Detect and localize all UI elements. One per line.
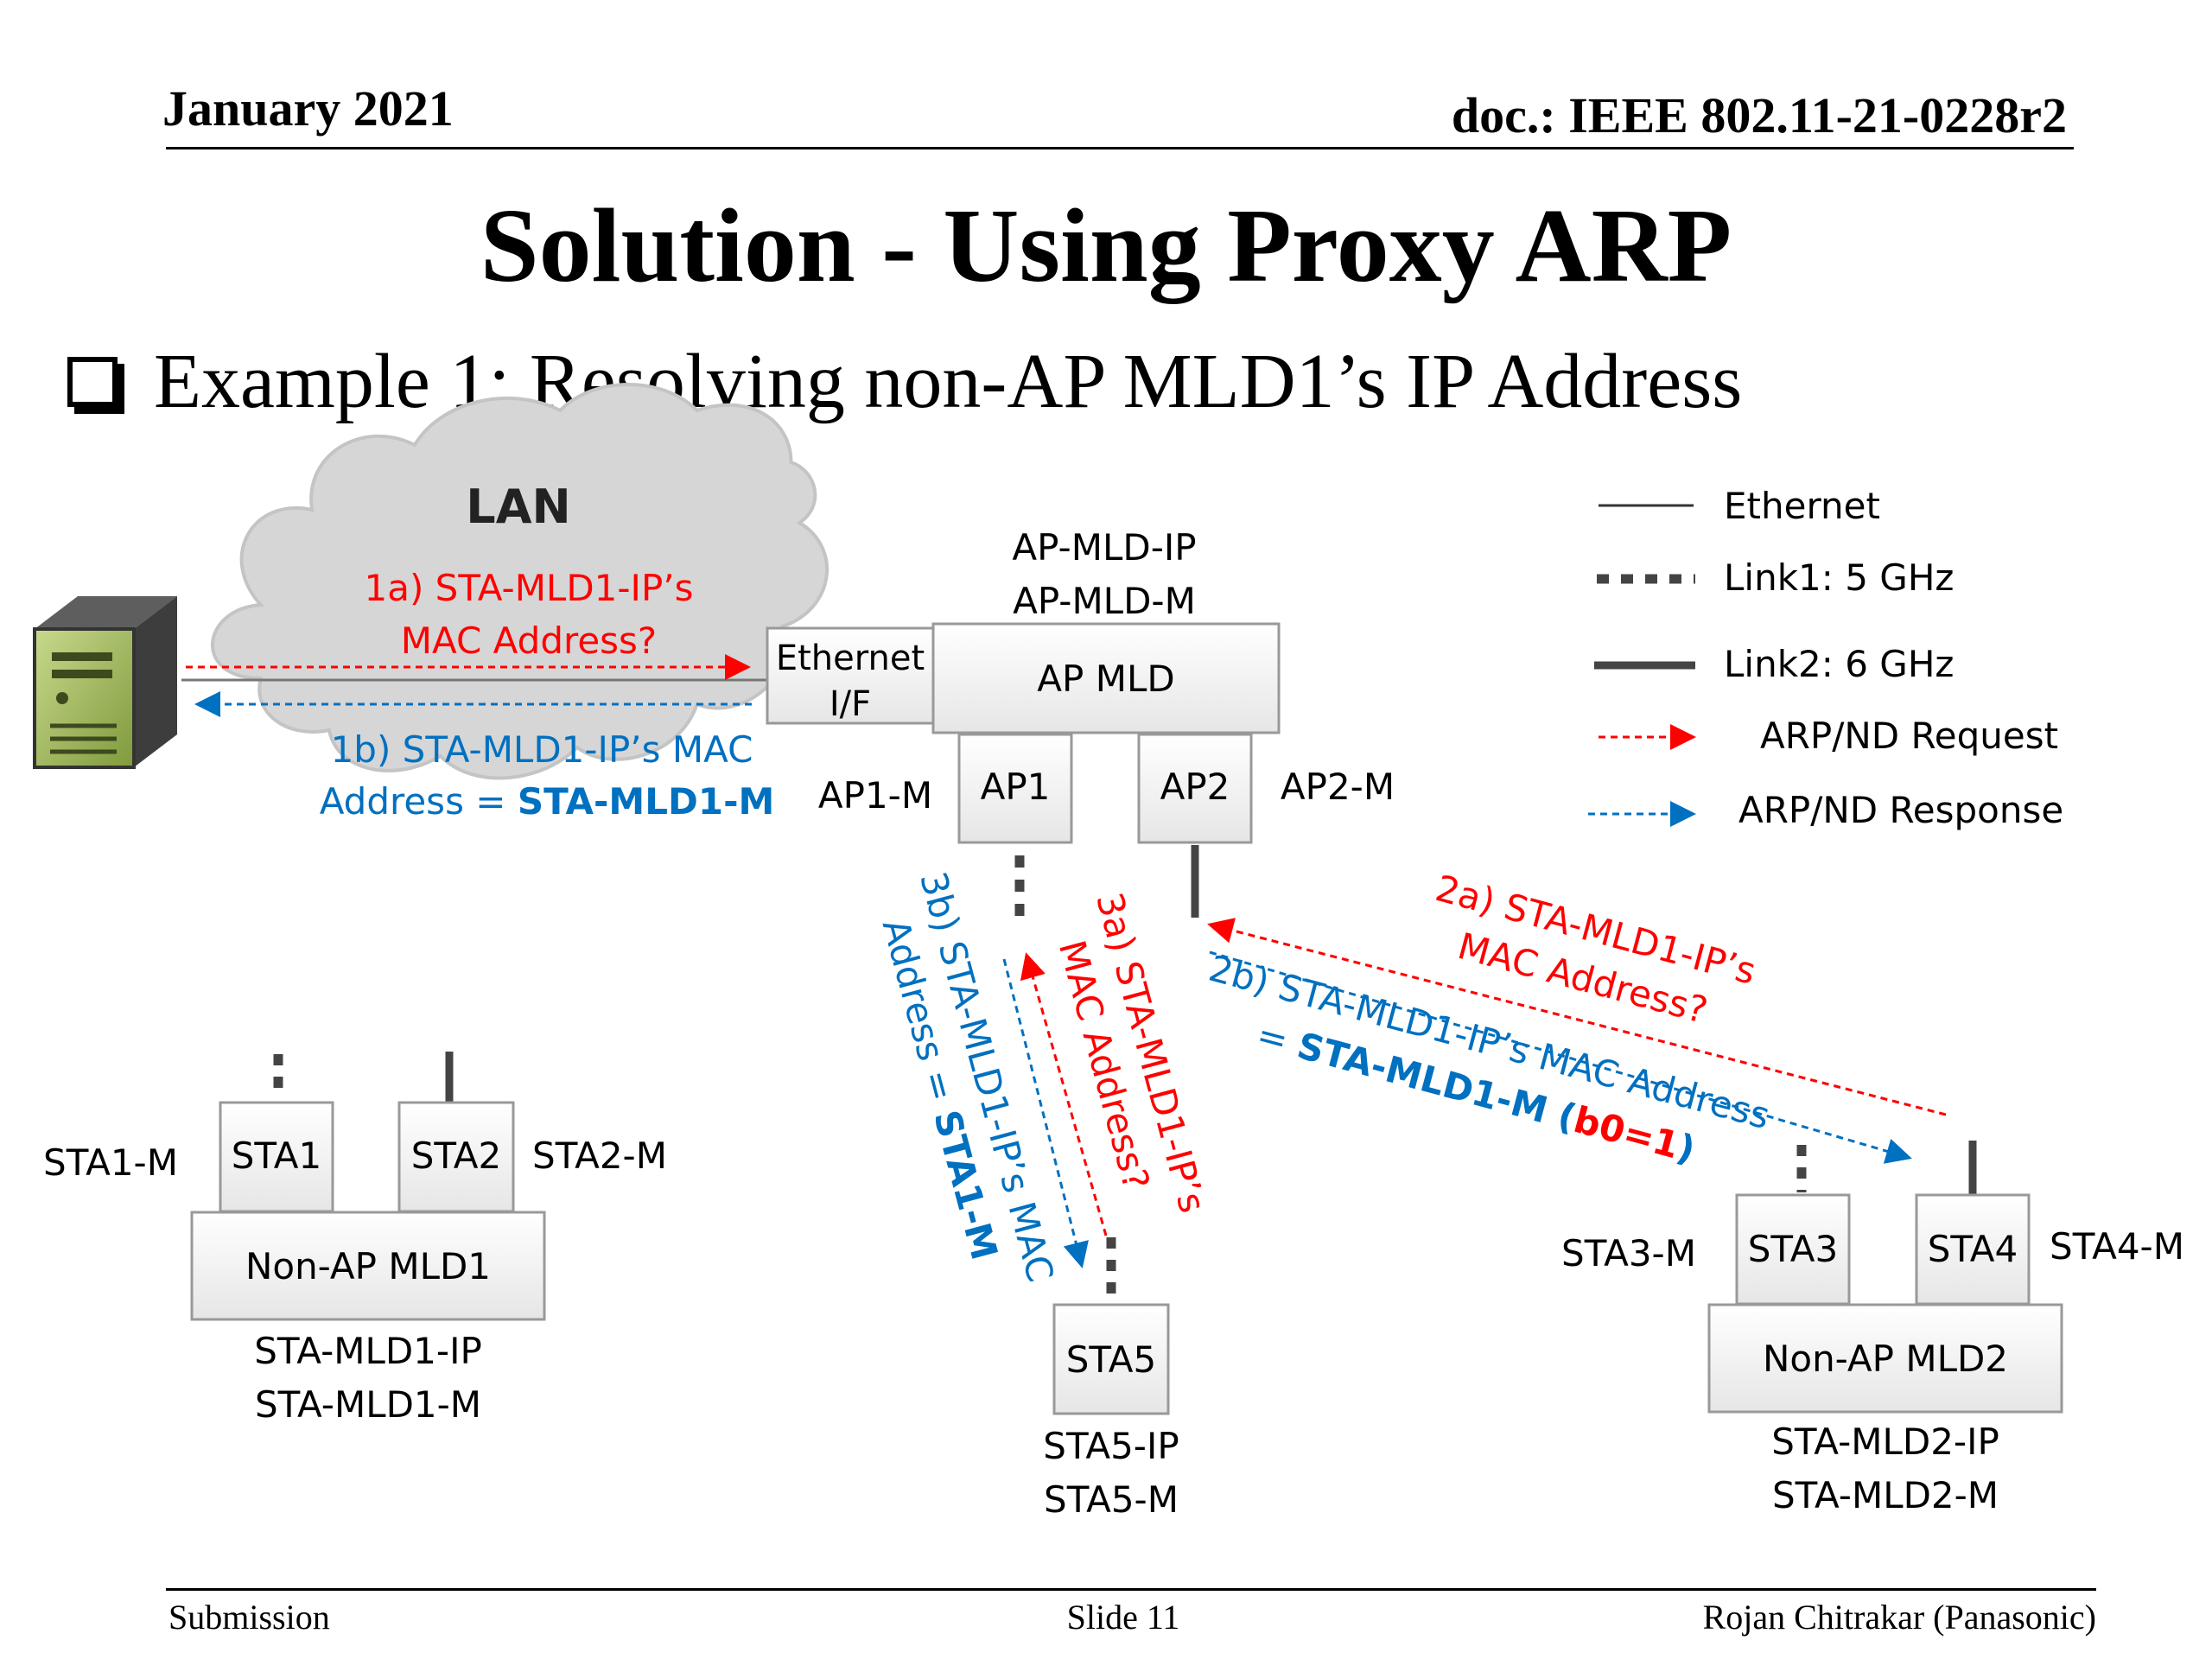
sta-mld2-m-label: STA-MLD2-M	[1772, 1474, 1999, 1516]
msg-1b-line1: 1b) STA-MLD1-IP’s MAC	[331, 728, 753, 771]
legend-response-label: ARP/ND Response	[1738, 789, 2063, 831]
ethernet-if-line2: I/F	[830, 684, 871, 724]
sta5-box	[1052, 1303, 1170, 1415]
arrow-3a-request	[1020, 952, 1108, 1236]
sta4-m-label: STA4-M	[2050, 1225, 2184, 1268]
sta5-ip-label: STA5-IP	[1043, 1425, 1179, 1467]
msg-2b: 2b) STA-MLD1-IP’s MAC Address = STA-MLD1…	[1205, 947, 1774, 1172]
footer-author: Rojan Chitrakar (Panasonic)	[1702, 1598, 2096, 1637]
sta-mld1-ip-label: STA-MLD1-IP	[254, 1330, 482, 1372]
server-icon	[33, 596, 177, 769]
ap1-label: AP1	[981, 766, 1051, 808]
ap-mld-ip: AP-MLD-IP	[1012, 526, 1196, 569]
msg-1b-line2: Address = STA-MLD1-M	[320, 780, 775, 823]
ap-mld-m: AP-MLD-M	[1013, 580, 1196, 622]
sta3-box	[1735, 1193, 1851, 1306]
msg-3b: 3b) STA-MLD1-IP’s MAC Address = STA1-M	[874, 868, 1062, 1287]
header-date: January 2021	[162, 80, 454, 137]
non-ap-mld1-label: Non-AP MLD1	[245, 1245, 491, 1287]
sta4-box	[1915, 1193, 2031, 1306]
ap1-box	[957, 733, 1073, 844]
sta-mld2-ip-label: STA-MLD2-IP	[1771, 1421, 1999, 1463]
sta2-box	[397, 1101, 515, 1213]
ap2-m-label: AP2-M	[1281, 766, 1395, 808]
footer-rule	[166, 1588, 2096, 1591]
ap2-box	[1137, 733, 1253, 844]
legend: Ethernet Link1: 5 GHz Link2: 6 GHz ARP/N…	[1588, 485, 2063, 831]
ap1-m-label: AP1-M	[818, 774, 932, 817]
sta3-m-label: STA3-M	[1561, 1232, 1696, 1274]
arrow-3b-response	[1002, 958, 1089, 1268]
header-doc-id: doc.: IEEE 802.11-21-0228r2	[1451, 87, 2067, 143]
ethernet-if-box	[766, 626, 935, 725]
msg-1a-line2: MAC Address?	[401, 620, 657, 662]
sta1-m-label: STA1-M	[43, 1141, 178, 1184]
sta4-label: STA4	[1928, 1228, 2018, 1270]
ethernet-if-line1: Ethernet	[776, 639, 925, 678]
arrow-2a-request	[1207, 918, 1947, 1116]
sta1-label: STA1	[232, 1135, 322, 1177]
non-ap-mld2-box	[1707, 1303, 2063, 1414]
slide-title: Solution - Using Proxy ARP	[480, 188, 1732, 304]
sta1-box	[219, 1101, 334, 1213]
ap2-label: AP2	[1160, 766, 1230, 808]
sta3-label: STA3	[1748, 1228, 1839, 1270]
ap-mld-box	[931, 622, 1281, 734]
sta5-m-label: STA5-M	[1044, 1478, 1179, 1521]
ap-mld-label: AP MLD	[1037, 658, 1174, 700]
sta5-label: STA5	[1066, 1338, 1157, 1381]
footer-submission: Submission	[168, 1598, 330, 1637]
msg-3a: 3a) STA-MLD1-IP’s MAC Address?	[1051, 888, 1214, 1217]
non-ap-mld1-box	[190, 1211, 546, 1321]
sta2-m-label: STA2-M	[532, 1135, 667, 1177]
msg-1a-line1: 1a) STA-MLD1-IP’s	[364, 567, 693, 609]
checkbox-bullet-icon	[67, 356, 118, 407]
sta-mld1-m-label: STA-MLD1-M	[255, 1383, 481, 1426]
bullet-text: Example 1: Resolving non-AP MLD1’s IP Ad…	[154, 339, 1743, 424]
arrow-2b-response	[1209, 950, 1912, 1164]
non-ap-mld2-label: Non-AP MLD2	[1763, 1338, 2008, 1380]
lan-label: LAN	[466, 480, 570, 534]
bullet-item: Example 1: Resolving non-AP MLD1’s IP Ad…	[67, 337, 1742, 426]
legend-ethernet-label: Ethernet	[1724, 485, 1880, 527]
header-rule	[166, 147, 2074, 149]
legend-request-label: ARP/ND Request	[1760, 715, 2058, 757]
footer-slide-number: Slide 11	[1066, 1598, 1180, 1637]
sta2-label: STA2	[411, 1135, 502, 1177]
legend-link2-label: Link2: 6 GHz	[1724, 643, 1954, 685]
legend-link1-label: Link1: 5 GHz	[1724, 556, 1954, 599]
